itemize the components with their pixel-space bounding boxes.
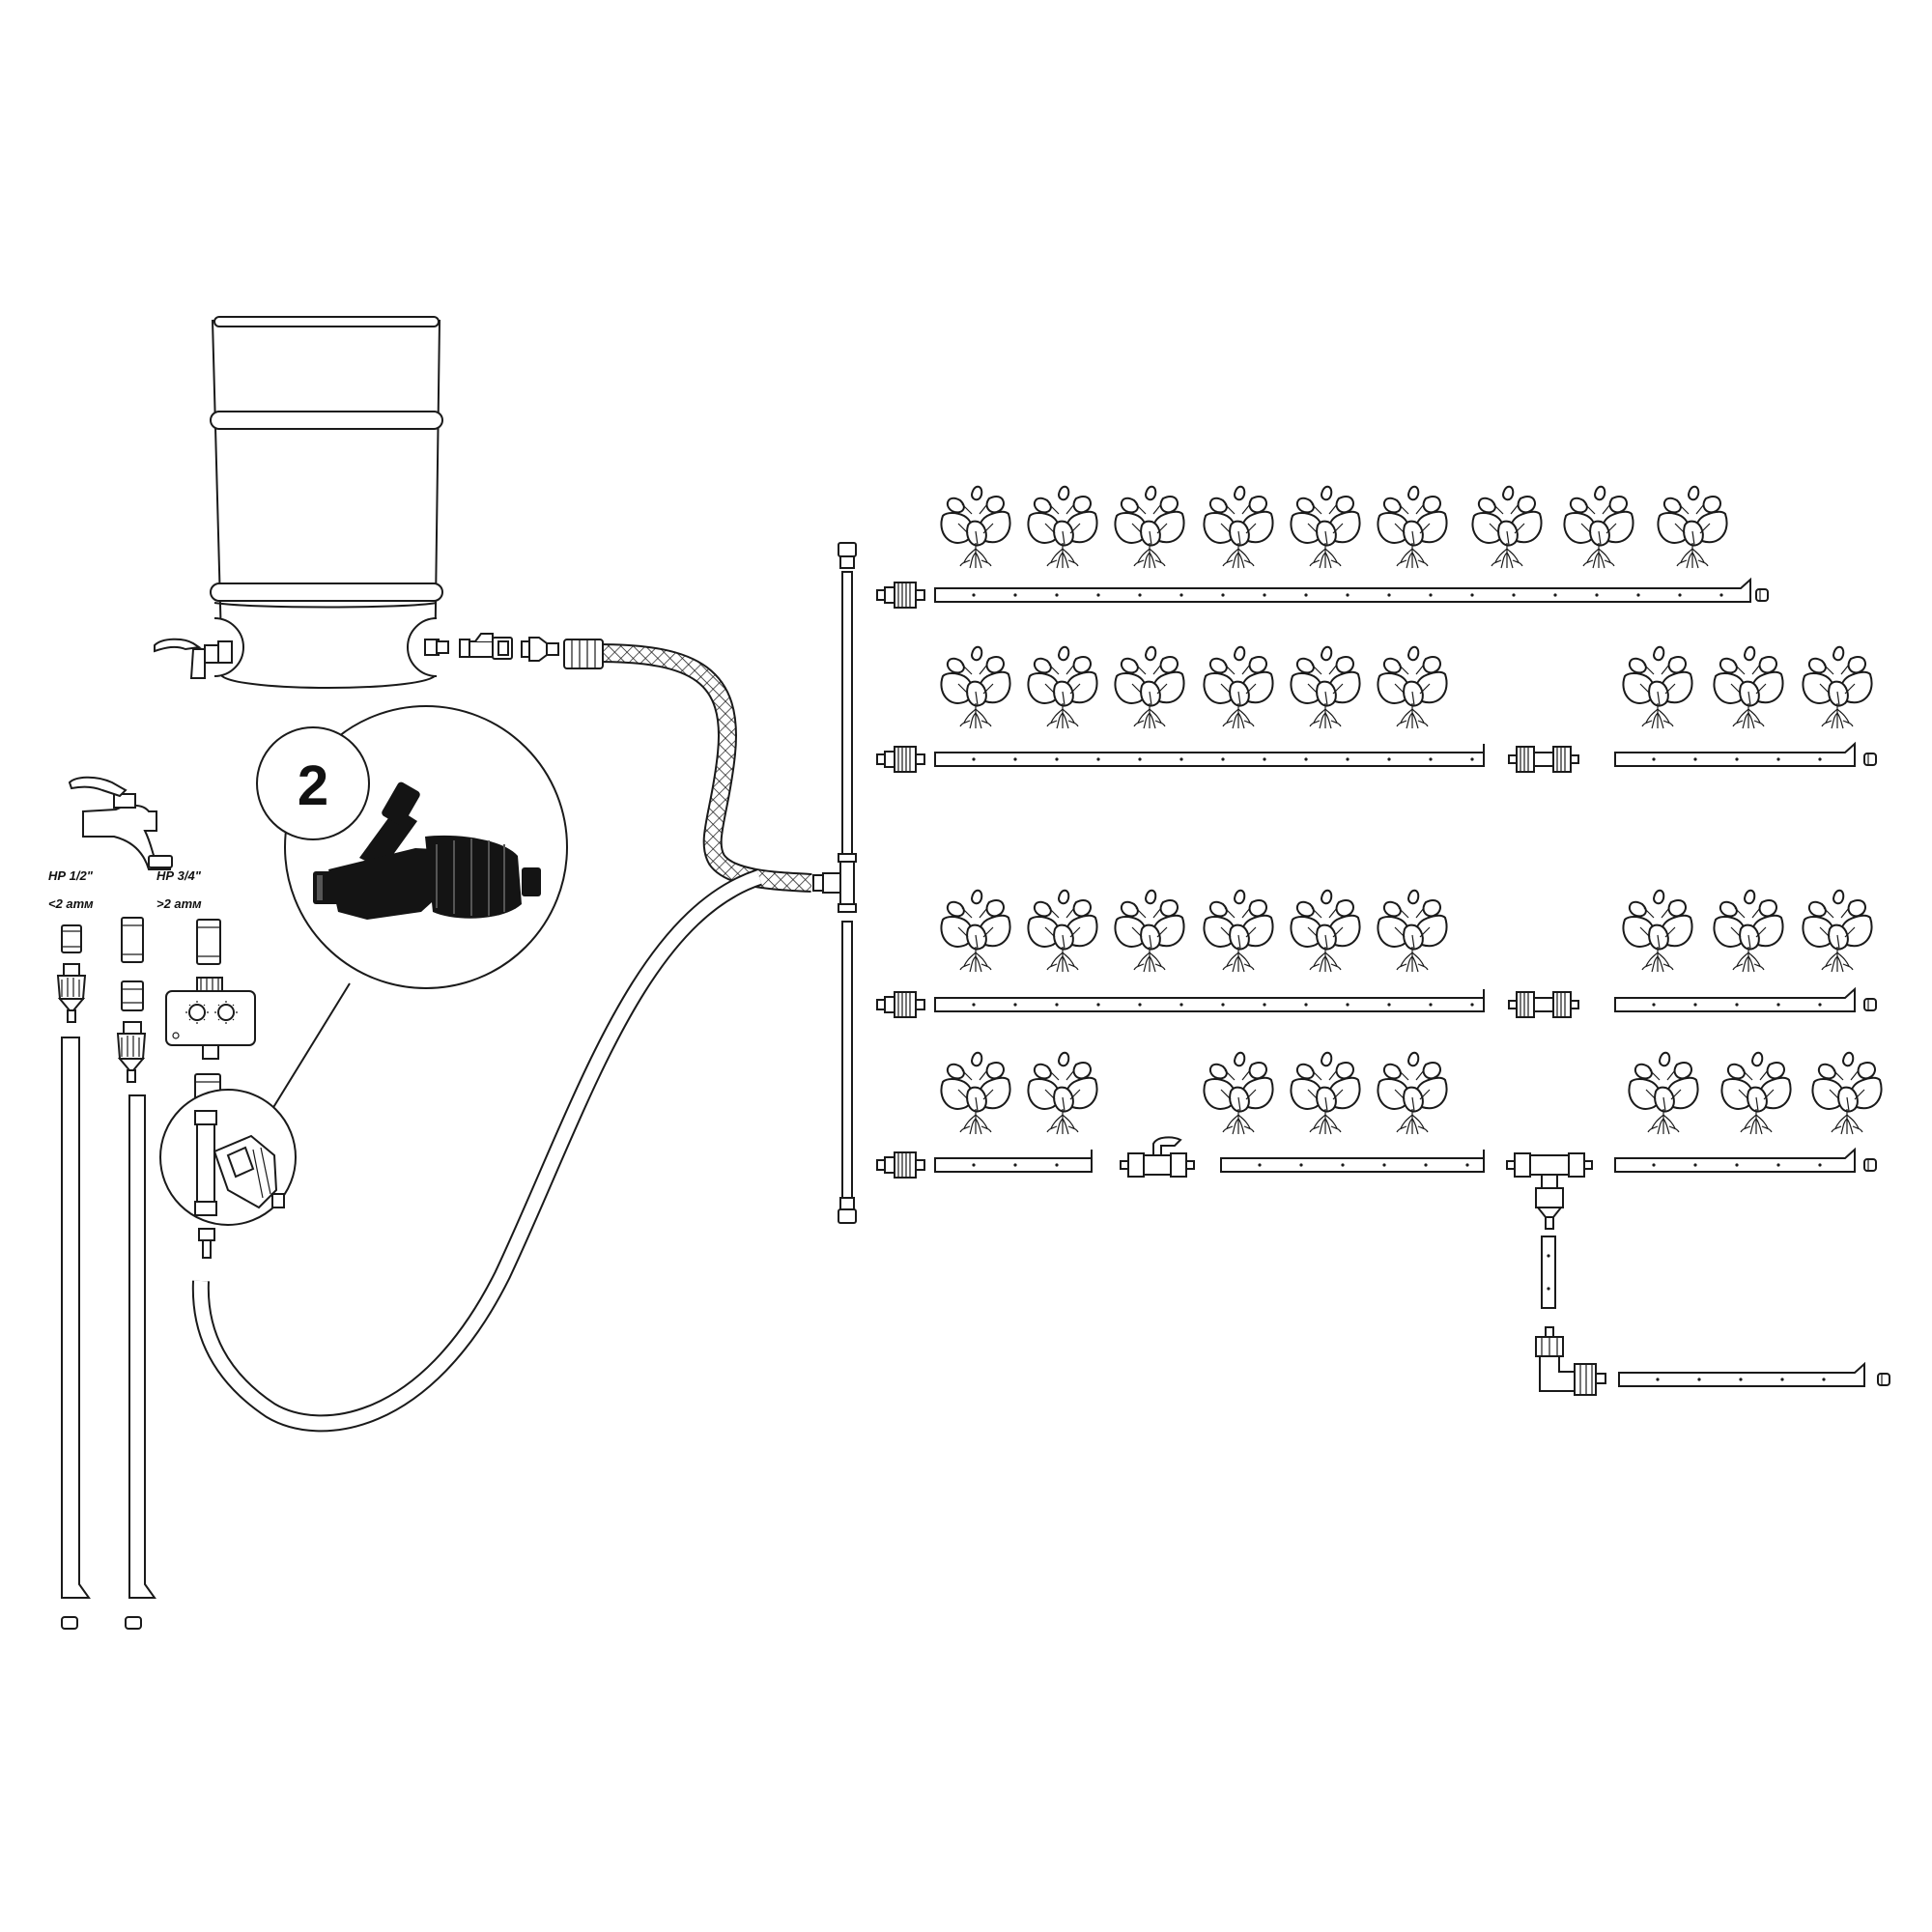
tape-vertical-1	[61, 1037, 91, 1630]
plant-icon	[1377, 1051, 1448, 1135]
tape-inlet-connector-icon	[876, 746, 925, 773]
plant-icon	[1563, 485, 1634, 569]
barrel-tap-icon[interactable]	[154, 638, 233, 679]
plant-icon	[1290, 1051, 1361, 1135]
water-timer-icon[interactable]	[165, 977, 256, 1060]
plant-icon	[1203, 889, 1274, 973]
supply-hose	[191, 868, 762, 1433]
plant-icon	[1027, 485, 1098, 569]
tape-inlet-connector-icon	[876, 991, 925, 1018]
plant-icon	[1713, 645, 1784, 729]
plant-icon	[1203, 645, 1274, 729]
repair-connector-icon	[1508, 991, 1579, 1018]
tap-2-pressure-label: >2 атм	[156, 896, 202, 911]
plant-icon	[1027, 645, 1098, 729]
drip-tape	[1618, 1361, 1865, 1387]
end-plug-icon	[1877, 1373, 1890, 1386]
plant-icon	[1622, 645, 1693, 729]
repair-connector-icon	[1508, 746, 1579, 773]
tee-connector-icon	[812, 853, 857, 913]
plant-icon	[940, 485, 1011, 569]
plant-icon	[1290, 645, 1361, 729]
drip-tape	[1614, 986, 1856, 1012]
plant-icon	[1811, 1051, 1883, 1135]
plant-icon	[1802, 645, 1873, 729]
disc-filter-small-icon	[159, 1073, 297, 1259]
disc-filter-icon	[313, 781, 541, 920]
tape-inlet-connector-icon	[876, 582, 925, 609]
tape-vertical-2	[125, 1094, 156, 1630]
drip-tape	[1220, 1150, 1485, 1173]
end-plug-icon	[1863, 1158, 1877, 1172]
plant-icon	[940, 889, 1011, 973]
plant-icon	[1713, 889, 1784, 973]
drip-field	[876, 485, 1890, 1396]
ball-valve-icon[interactable]	[1120, 1136, 1195, 1178]
plant-icon	[1203, 1051, 1274, 1135]
tap-2-size-label: НР 3/4"	[156, 868, 202, 883]
plant-icon	[1622, 889, 1693, 973]
plant-icon	[1114, 645, 1185, 729]
reinforced-hose	[563, 639, 812, 893]
plant-icon	[1290, 889, 1361, 973]
callout-number: 2	[298, 754, 328, 817]
tap-1-pressure-label: <2 атм	[48, 896, 94, 911]
elbow-connector-icon	[1535, 1326, 1606, 1396]
end-plug-icon	[1863, 998, 1877, 1011]
water-barrel	[210, 316, 443, 689]
plant-icon	[940, 645, 1011, 729]
tape-inlet-connector-icon	[876, 1151, 925, 1179]
drip-tape	[1614, 1147, 1856, 1173]
plant-icon	[1628, 1051, 1699, 1135]
plant-icon	[1802, 889, 1873, 973]
tap-1-adapter	[56, 924, 87, 1023]
plant-icon	[1377, 889, 1448, 973]
plant-icon	[1027, 889, 1098, 973]
plant-icon	[1114, 889, 1185, 973]
plant-icon	[1290, 485, 1361, 569]
plant-icon	[1471, 485, 1543, 569]
end-plug-icon	[1755, 588, 1769, 602]
plant-icon	[1720, 1051, 1792, 1135]
plant-icon	[940, 1051, 1011, 1135]
tap-1-size-label: НР 1/2"	[48, 868, 94, 883]
plant-icon	[1203, 485, 1274, 569]
tap-2-adapter	[116, 917, 147, 1083]
plant-icon	[1657, 485, 1728, 569]
branch-tee-connector-icon	[1506, 1152, 1593, 1230]
plant-icon	[1027, 1051, 1098, 1135]
drip-tape	[934, 989, 1485, 1012]
drip-tape	[1614, 741, 1856, 767]
drip-tape	[934, 577, 1751, 603]
plant-icon	[1377, 645, 1448, 729]
plant-icon	[1114, 485, 1185, 569]
drip-tape	[934, 1150, 1093, 1173]
barrel-outlet-fittings	[424, 633, 559, 662]
filter-callout: 2	[256, 705, 568, 1110]
drip-tape	[934, 744, 1485, 767]
plant-icon	[1377, 485, 1448, 569]
main-header-pipe	[838, 542, 857, 1224]
wall-tap-icon[interactable]	[68, 776, 173, 870]
end-plug-icon	[1863, 753, 1877, 766]
tap-3-adapter	[196, 919, 221, 965]
branch-tape-vertical	[1541, 1236, 1556, 1309]
